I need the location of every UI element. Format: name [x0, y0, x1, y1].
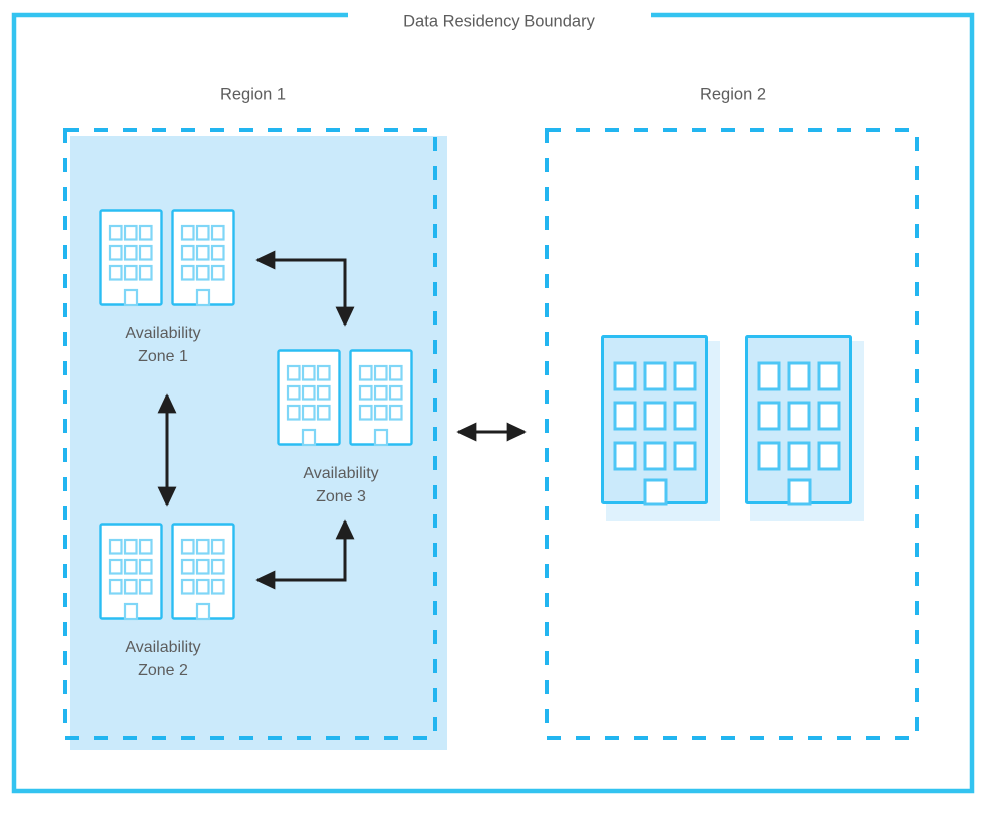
region-2-label: Region 2 — [700, 85, 766, 103]
az3-building-right — [349, 349, 413, 447]
region-1-dashed-border — [63, 128, 437, 740]
region-2-dashed-border — [545, 128, 919, 740]
r2-building-right — [745, 335, 852, 506]
az1-label-line2: Zone 1 — [138, 348, 188, 365]
availability-zone-3: Availability Zone 3 — [277, 349, 413, 505]
az2-building-right — [171, 523, 235, 621]
availability-zone-2: Availability Zone 2 — [99, 523, 235, 679]
az1-az3-link — [255, 250, 355, 327]
data-residency-boundary — [11, 12, 975, 794]
az1-label-line1: Availability — [125, 325, 200, 342]
az1-building-left — [99, 209, 163, 307]
az2-label-line2: Zone 2 — [138, 662, 188, 679]
az2-label-line1: Availability — [125, 639, 200, 656]
region-2-buildings — [601, 335, 864, 521]
az3-label-line1: Availability — [303, 465, 378, 482]
az1-building-right — [171, 209, 235, 307]
region-2-container — [545, 128, 919, 740]
az2-az3-link — [255, 519, 355, 590]
az3-label-line2: Zone 3 — [316, 488, 366, 505]
az2-building-left — [99, 523, 163, 621]
boundary-title: Data Residency Boundary — [403, 12, 595, 30]
az3-building-left — [277, 349, 341, 447]
r2-building-left — [601, 335, 708, 506]
availability-zone-1: Availability Zone 1 — [99, 209, 235, 365]
region-1-label: Region 1 — [220, 85, 286, 103]
